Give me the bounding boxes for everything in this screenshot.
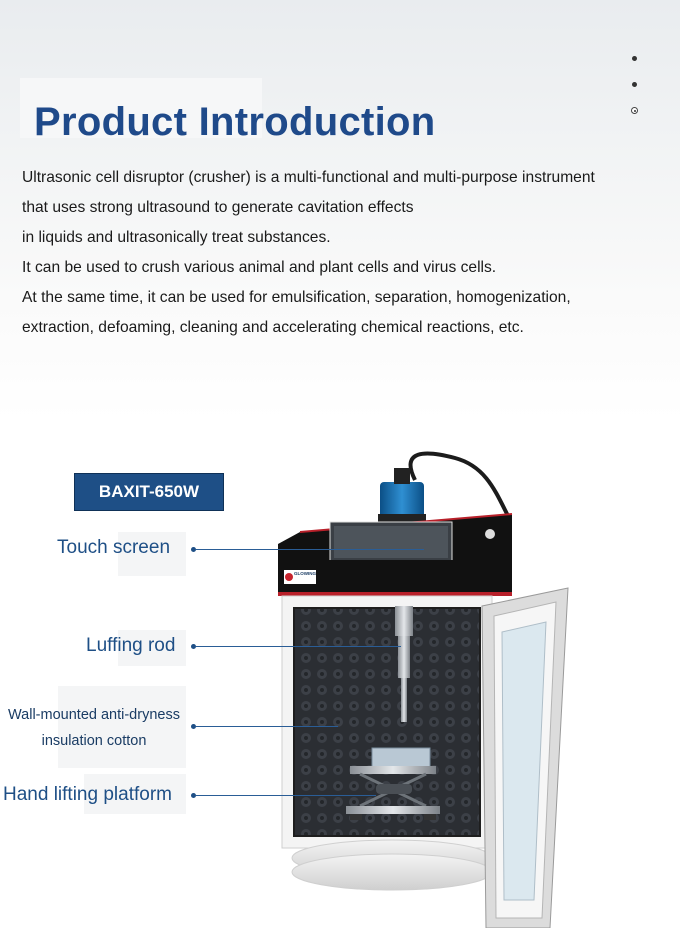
label-luffing-rod: Luffing rod: [86, 635, 176, 656]
callout-line-insulation-cotton: [196, 726, 338, 727]
label-backdrop: [118, 630, 186, 666]
callout-line-platform: [196, 795, 376, 796]
callout-dot: [191, 724, 196, 729]
model-tag: BAXIT-650W: [74, 473, 224, 511]
title-backdrop: [20, 78, 262, 138]
intro-line: It can be used to crush various animal a…: [22, 259, 497, 276]
brand-logo: GLOWING: [294, 571, 316, 576]
intro-line: extraction, defoaming, cleaning and acce…: [22, 319, 524, 336]
label-hand-lifting-platform: Hand lifting platform: [3, 784, 172, 805]
intro-text: Ultrasonic cell disruptor (crusher) is a…: [22, 163, 672, 343]
callout-dot: [191, 547, 196, 552]
label-insulation-line2: insulation cotton: [41, 733, 147, 749]
intro-line: in liquids and ultrasonically treat subs…: [22, 229, 331, 246]
label-insulation-cotton: Wall-mounted anti-dryness insulation cot…: [0, 702, 188, 754]
callout-line-touch-screen: [196, 549, 424, 550]
carousel-dot-active[interactable]: [631, 107, 638, 114]
intro-line: At the same time, it can be used for emu…: [22, 289, 571, 306]
device-illustration: GLOWING: [278, 451, 569, 928]
label-backdrop: [84, 774, 186, 814]
label-insulation-line1: Wall-mounted anti-dryness: [8, 707, 180, 723]
intro-line: Ultrasonic cell disruptor (crusher) is a…: [22, 169, 595, 186]
page-title: Product Introduction: [34, 100, 436, 144]
carousel-dot[interactable]: [632, 82, 637, 87]
callout-line-luffing-rod: [196, 646, 401, 647]
carousel-dot[interactable]: [632, 56, 637, 61]
callout-dot: [191, 793, 196, 798]
label-backdrop: [118, 532, 186, 576]
callout-dot: [191, 644, 196, 649]
intro-line: that uses strong ultrasound to generate …: [22, 199, 414, 216]
label-touch-screen: Touch screen: [57, 537, 171, 558]
label-backdrop: [58, 686, 186, 768]
